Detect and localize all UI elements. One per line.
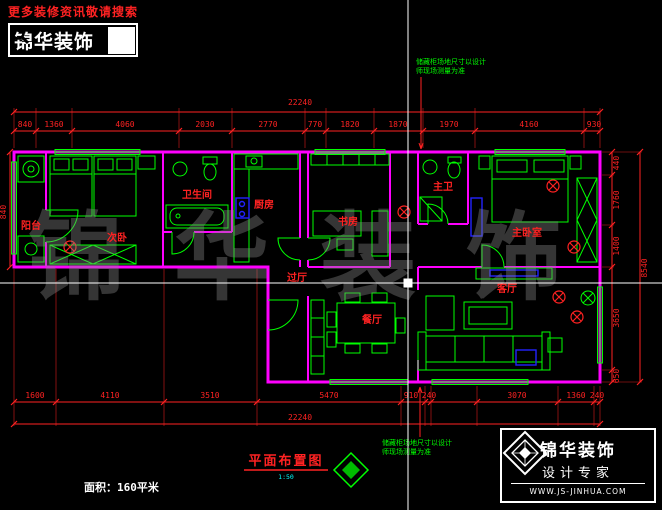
kitchen-fixtures: [233, 153, 299, 263]
room-label-master-bath: 主卫: [433, 180, 453, 193]
note-bottom-leader: [417, 386, 423, 437]
dim-bottom-seg: 1360: [566, 391, 585, 400]
note-top-line2: 师现场测量为准: [416, 66, 465, 75]
dim-top-seg: 2770: [258, 120, 277, 129]
dim-right-seg: 650: [612, 369, 621, 384]
dim-top-total: 22240: [288, 98, 312, 107]
dim-top-seg: 1360: [44, 120, 63, 129]
dim-top-seg: 1970: [439, 120, 458, 129]
room-label-hallway: 过厅: [287, 271, 307, 284]
area-label: 面积：160平米: [84, 480, 160, 494]
dim-bottom-seg: 910: [404, 391, 419, 400]
balcony-furniture: [17, 155, 45, 263]
dim-top-seg: 4160: [519, 120, 538, 129]
company-logo-box[interactable]: 锦华装饰 设计专家 WWW.JS-JINHUA.COM: [500, 428, 656, 503]
top-extension-lines: [13, 108, 601, 148]
watermark-text: 锦华装饰: [28, 202, 612, 314]
dining-furniture: [310, 292, 406, 375]
door-swings: [45, 203, 505, 331]
right-dimensions: 440 1760 1400 3650 650 8540: [602, 148, 649, 386]
dim-top-seg: 840: [18, 120, 33, 129]
diamond-marker: [332, 451, 370, 489]
dim-bottom-seg: 1600: [25, 391, 44, 400]
dim-right-seg: 1400: [612, 236, 621, 255]
stove: [235, 197, 250, 219]
bedroom2-furniture: [49, 155, 156, 265]
room-label-study: 书房: [338, 215, 358, 228]
title-block: 平面布置图 1:50 面积：160平米: [84, 451, 370, 494]
room-label-dining: 餐厅: [361, 313, 382, 326]
room-label-balcony: 阳台: [21, 219, 41, 232]
dim-right-seg: 3650: [612, 308, 621, 327]
note-top-leader: [418, 77, 424, 150]
room-label-bathroom: 卫生间: [182, 188, 212, 201]
drawing-title: 平面布置图: [248, 453, 323, 469]
windows: [11, 149, 603, 385]
room-label-kitchen: 厨房: [254, 198, 274, 211]
media-unit: [515, 349, 537, 366]
outer-wall: [12, 150, 602, 384]
logo-subtitle: 设计专家: [511, 462, 645, 484]
diamond-marker-inner: [342, 461, 360, 479]
search-banner[interactable]: 锦华装饰: [8, 23, 138, 57]
room-labels: 阳台 次卧 卫生间 厨房 书房 主卫 主卧室 过厅 餐厅 客厅: [21, 180, 542, 326]
dim-bottom-seg: 3510: [200, 391, 219, 400]
dim-right-seg: 1760: [612, 190, 621, 209]
logo-brand: 锦华装饰: [540, 440, 616, 461]
dim-left-seg: 840: [0, 205, 8, 220]
search-tagline: 更多装修资讯敬请搜索: [8, 5, 139, 19]
study-furniture: [310, 153, 390, 257]
logo-diamond-icon: [502, 430, 548, 476]
dim-top-seg: 1870: [388, 120, 407, 129]
dim-bottom-seg: 5470: [319, 391, 338, 400]
brand-name: 锦华装饰: [14, 30, 95, 53]
dim-bottom-seg: 3070: [507, 391, 526, 400]
top-dimensions: 22240 840 1360 4060 2030 2770 770 1820 1…: [10, 98, 604, 148]
dim-top-seg: 1820: [340, 120, 359, 129]
light-symbols: [63, 179, 584, 324]
dim-bottom-seg: 4110: [100, 391, 119, 400]
master-bedroom-furniture: [470, 155, 598, 263]
dim-right-total: 8540: [640, 258, 649, 277]
dim-top-seg: 770: [308, 120, 323, 129]
left-dimension: 840: [0, 148, 14, 271]
drawing-scale: 1:50: [278, 473, 294, 481]
living-furniture: [417, 267, 596, 371]
annotations: 储藏柜场地尺寸以设计 师现场测量为准 储藏柜场地尺寸以设计 师现场测量为准: [382, 57, 486, 456]
logo-website: WWW.JS-JINHUA.COM: [529, 486, 627, 496]
bathroom-fixtures: [165, 156, 229, 229]
room-label-master-bedroom: 主卧室: [512, 226, 542, 239]
master-bath-fixtures: [419, 156, 462, 222]
note-top-line1: 储藏柜场地尺寸以设计: [416, 57, 486, 66]
dim-top-seg: 4060: [115, 120, 134, 129]
note-bottom-line1: 储藏柜场地尺寸以设计: [382, 438, 452, 447]
search-icon[interactable]: [11, 26, 135, 54]
bottom-extension-lines: [13, 269, 601, 426]
dim-right-seg: 440: [612, 156, 621, 171]
dim-bottom-seg: 240: [422, 391, 437, 400]
room-label-living: 客厅: [496, 282, 517, 295]
pickbox: [403, 278, 413, 288]
tv: [489, 269, 539, 277]
dim-bottom-total: 22240: [288, 413, 312, 422]
dim-top-seg: 930: [587, 120, 602, 129]
note-bottom-line2: 师现场测量为准: [382, 447, 431, 456]
bottom-dimensions: 1600 4110 3510 5470 910 240 3070 1360 24…: [10, 269, 605, 428]
interior-walls: [45, 152, 600, 382]
dim-top-seg: 2030: [195, 120, 214, 129]
walls: [12, 150, 602, 384]
dresser: [470, 197, 483, 237]
room-label-bedroom2: 次卧: [107, 231, 127, 244]
dim-bottom-seg: 240: [590, 391, 605, 400]
